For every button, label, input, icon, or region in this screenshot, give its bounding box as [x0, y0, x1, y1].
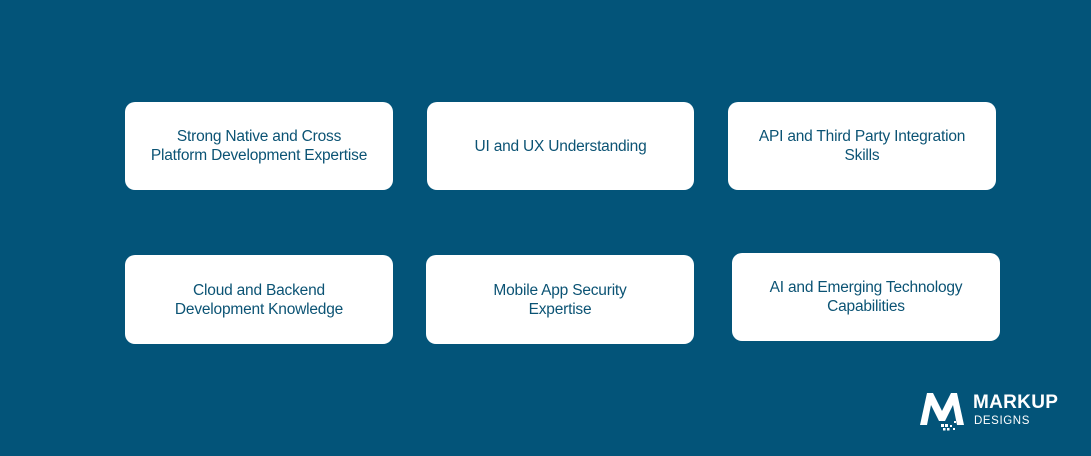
skill-card-cloud-backend: Cloud and Backend Development Knowledge	[125, 255, 393, 344]
skill-card-api-integration: API and Third Party Integration Skills	[728, 102, 996, 190]
skill-card-ai-emerging-tech: AI and Emerging Technology Capabilities	[732, 253, 1000, 341]
skill-card-label: API and Third Party Integration Skills	[758, 128, 966, 164]
logo-wordmark: MARKUP	[973, 392, 1059, 413]
skill-card-label: Cloud and Backend Development Knowledge	[174, 281, 344, 318]
skill-card-label: Strong Native and Cross Platform Develop…	[150, 128, 368, 164]
skill-card-mobile-security: Mobile App Security Expertise	[426, 255, 694, 344]
brand-logo: MARKUP DESIGNS	[917, 387, 1077, 437]
skill-card-label: UI and UX Understanding	[474, 137, 647, 155]
skill-card-label: Mobile App Security Expertise	[493, 281, 627, 318]
skill-card-native-cross-platform: Strong Native and Cross Platform Develop…	[125, 102, 393, 190]
logo-subtitle: DESIGNS	[974, 415, 1030, 427]
m-pixel-logo-icon	[920, 393, 964, 431]
skill-card-ui-ux: UI and UX Understanding	[427, 102, 694, 190]
skill-card-label: AI and Emerging Technology Capabilities	[769, 279, 963, 315]
